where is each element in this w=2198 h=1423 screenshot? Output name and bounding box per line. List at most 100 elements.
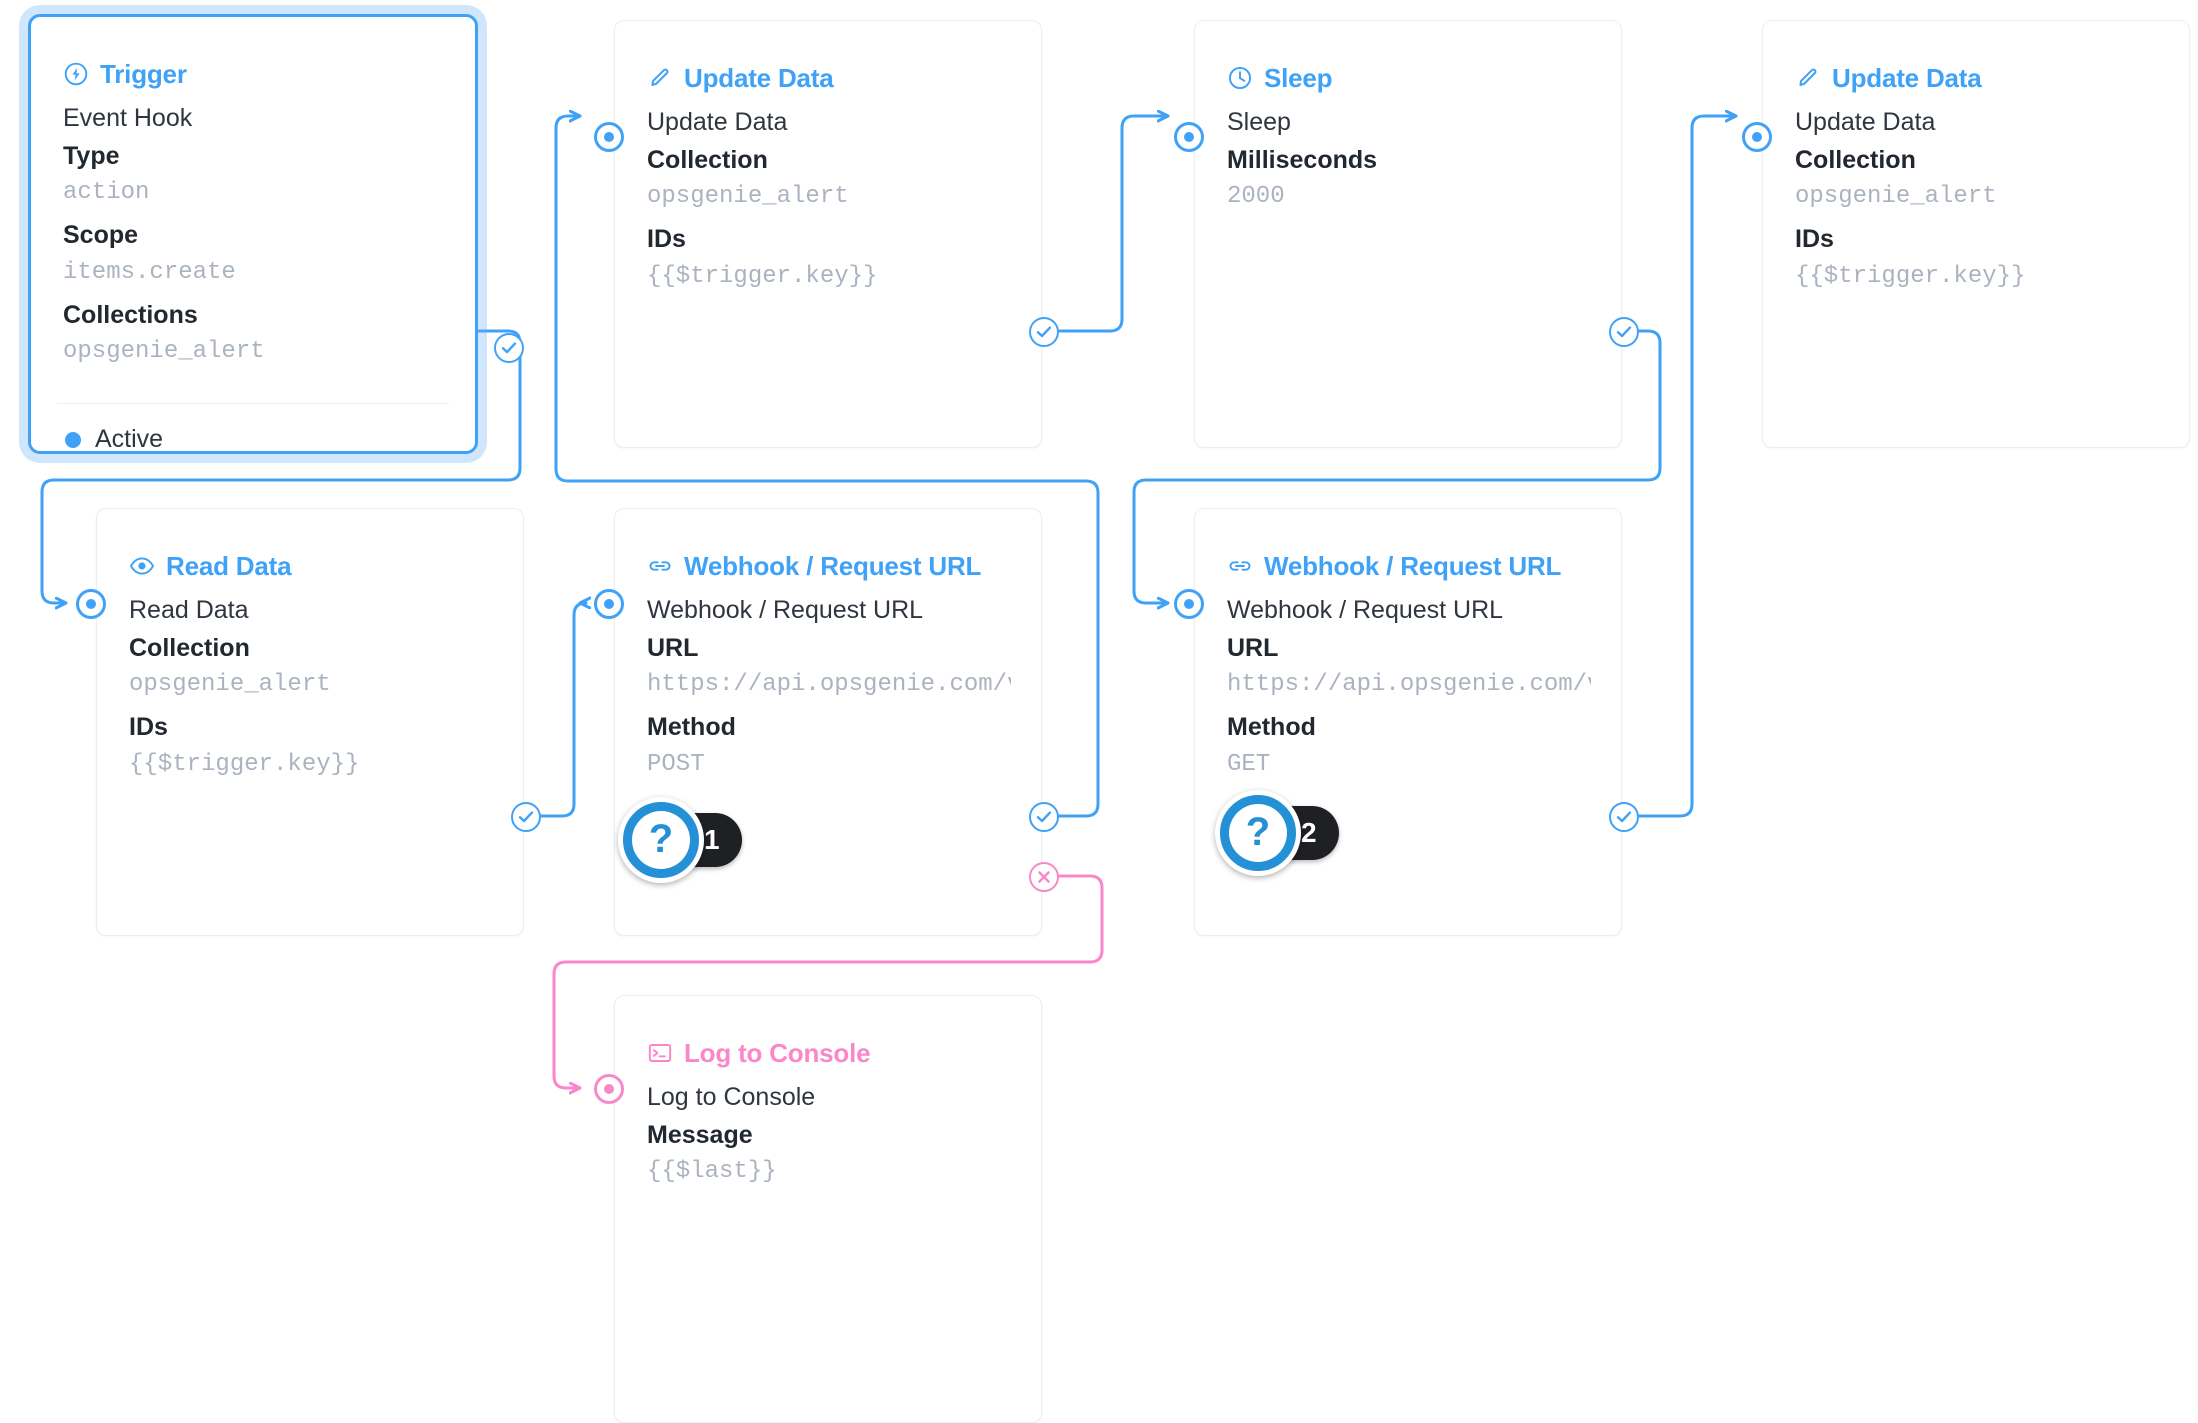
field-key: Scope: [63, 221, 139, 250]
field-value: {{$trigger.key}}: [647, 262, 878, 290]
output-port-reject[interactable]: [1029, 862, 1059, 892]
field-value: 2000: [1227, 183, 1285, 210]
hint-symbol: ?: [1229, 804, 1287, 862]
output-port-resolve[interactable]: [511, 802, 541, 832]
field-key: Collection: [1795, 145, 1916, 174]
node-header: Trigger: [31, 17, 475, 87]
help-icon[interactable]: ?: [618, 797, 704, 883]
node-card-update-data-1[interactable]: Update Data Update Data Collection opsge…: [594, 20, 1059, 448]
link-icon: [1229, 561, 1251, 571]
check-icon: [1616, 811, 1632, 823]
hint-badge-1[interactable]: 1 ?: [618, 797, 742, 883]
output-port-resolve[interactable]: [1609, 317, 1639, 347]
node-body: Event Hook Type action Scope items.creat…: [31, 87, 475, 369]
terminal-icon: [648, 1044, 672, 1062]
status-dot: [65, 431, 81, 448]
status-badge: Active: [65, 425, 163, 454]
input-port[interactable]: [1742, 122, 1772, 152]
divider: [57, 403, 449, 404]
clock-icon: [1228, 66, 1252, 90]
node-body: Webhook / Request URL URL https://api.op…: [615, 579, 1041, 782]
check-icon: [1036, 811, 1052, 823]
node-card-update-data-2[interactable]: Update Data Update Data Collection opsge…: [1742, 20, 2190, 448]
check-icon: [1036, 326, 1052, 338]
field-value: opsgenie_alert: [1795, 183, 1997, 210]
field-value: https://api.opsgenie.com/v…: [647, 671, 1011, 698]
node-title: Webhook / Request URL: [684, 551, 982, 581]
field-value: opsgenie_alert: [647, 183, 849, 210]
node-row-name: Log to Console: [647, 1083, 816, 1111]
node-card-trigger[interactable]: Trigger Event Hook Type action Scope ite…: [28, 14, 524, 454]
field-key: URL: [647, 633, 699, 662]
check-icon: [1616, 326, 1632, 338]
output-port-resolve[interactable]: [1609, 802, 1639, 832]
hint-symbol: ?: [632, 811, 690, 869]
field-key: IDs: [647, 225, 686, 254]
node-row-name: Read Data: [129, 596, 249, 624]
node-header: Sleep: [1195, 21, 1621, 91]
field-value: GET: [1227, 750, 1271, 778]
field-value: opsgenie_alert: [129, 671, 331, 698]
field-value: {{$trigger.key}}: [1795, 262, 2026, 290]
field-key: Type: [63, 141, 120, 170]
node-header: Update Data: [1763, 21, 2189, 91]
field-value: POST: [647, 750, 705, 778]
field-key: Method: [1227, 713, 1316, 742]
close-icon: [1038, 871, 1050, 883]
node-row-name: Event Hook: [63, 104, 193, 132]
node-body: Log to Console Message {{$last}}: [615, 1066, 1041, 1189]
node-header: Update Data: [615, 21, 1041, 91]
node-body: Webhook / Request URL URL https://api.op…: [1195, 579, 1621, 782]
node-header: Webhook / Request URL: [615, 509, 1041, 579]
pencil-icon: [1799, 68, 1817, 86]
node-header: Log to Console: [615, 996, 1041, 1066]
output-port-resolve[interactable]: [1029, 317, 1059, 347]
node-title: Read Data: [166, 551, 292, 581]
field-key: Collection: [647, 145, 768, 174]
node-header: Webhook / Request URL: [1195, 509, 1621, 579]
status-label: Active: [95, 425, 164, 453]
field-value: items.create: [63, 258, 236, 286]
output-port-resolve[interactable]: [494, 333, 524, 363]
field-value: {{$trigger.key}}: [129, 750, 360, 778]
node-title: Webhook / Request URL: [1264, 551, 1562, 581]
input-port[interactable]: [594, 122, 624, 152]
node-card-webhook-1[interactable]: Webhook / Request URL Webhook / Request …: [594, 508, 1059, 936]
link-icon: [649, 561, 671, 571]
field-key: Method: [647, 713, 736, 742]
field-value: action: [63, 179, 150, 206]
input-port[interactable]: [1174, 589, 1204, 619]
pencil-icon: [651, 68, 669, 86]
help-icon[interactable]: ?: [1215, 790, 1301, 876]
node-card-read-data[interactable]: Read Data Read Data Collection opsgenie_…: [76, 508, 541, 936]
node-body: Update Data Collection opsgenie_alert ID…: [615, 91, 1041, 294]
input-port[interactable]: [76, 589, 106, 619]
input-port[interactable]: [594, 589, 624, 619]
node-title: Update Data: [1832, 63, 1982, 93]
hint-number: 2: [1301, 817, 1317, 848]
hint-badge-2[interactable]: 2 ?: [1215, 790, 1339, 876]
node-row-name: Webhook / Request URL: [647, 596, 924, 624]
node-row-name: Update Data: [1795, 108, 1936, 136]
bolt-circle-icon: [64, 62, 88, 86]
node-row-name: Webhook / Request URL: [1227, 596, 1504, 624]
node-body: Sleep Milliseconds 2000: [1195, 91, 1621, 214]
node-body: Update Data Collection opsgenie_alert ID…: [1763, 91, 2189, 294]
field-key: IDs: [129, 713, 168, 742]
field-key: Milliseconds: [1227, 145, 1378, 174]
node-header: Read Data: [97, 509, 523, 579]
check-icon: [518, 811, 534, 823]
field-key: Collection: [129, 633, 250, 662]
input-port[interactable]: [1174, 122, 1204, 152]
node-body: Read Data Collection opsgenie_alert IDs …: [97, 579, 523, 782]
node-title: Trigger: [100, 59, 187, 89]
node-card-log-to-console[interactable]: Log to Console Log to Console Message {{…: [594, 995, 1042, 1423]
node-row-name: Sleep: [1227, 108, 1291, 136]
node-row-name: Update Data: [647, 108, 788, 136]
input-port[interactable]: [594, 1074, 624, 1104]
output-port-resolve[interactable]: [1029, 802, 1059, 832]
field-value: https://api.opsgenie.com/v…: [1227, 671, 1591, 698]
node-card-sleep[interactable]: Sleep Sleep Milliseconds 2000: [1174, 20, 1639, 448]
node-title: Update Data: [684, 63, 834, 93]
